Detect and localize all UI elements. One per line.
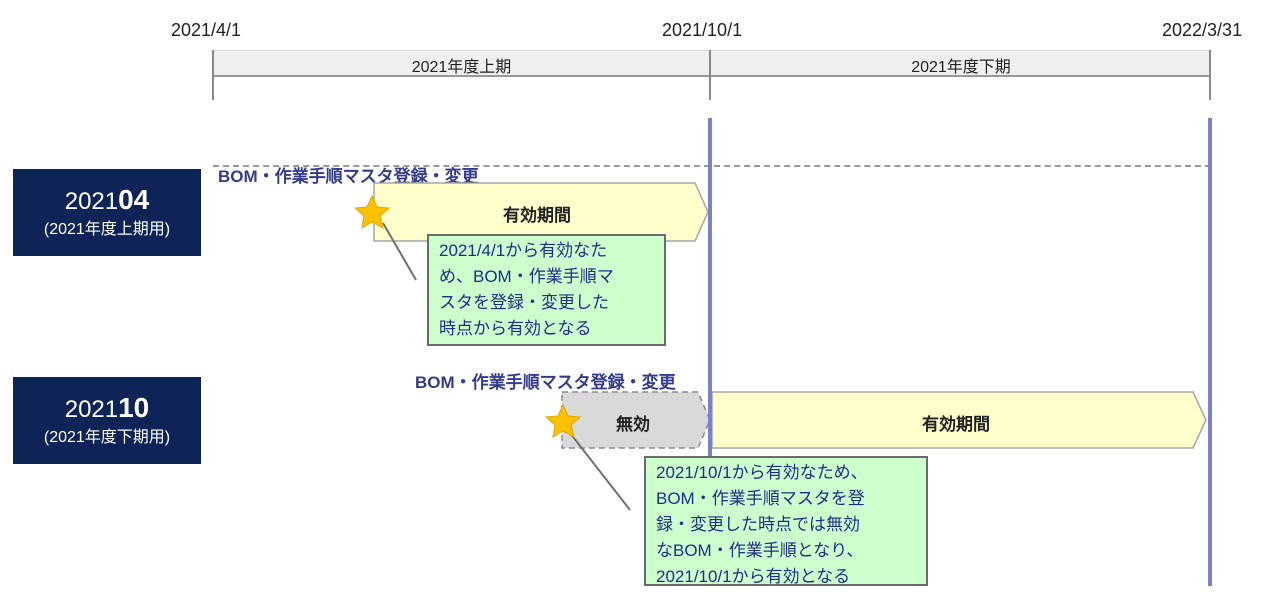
note-line: 録・変更した時点では無効 xyxy=(656,515,860,534)
note-line: スタを登録・変更した xyxy=(439,293,609,312)
tick-mid xyxy=(709,50,711,100)
mid-period-line xyxy=(708,118,712,458)
tick-end xyxy=(1209,50,1211,100)
version-box-10: 202110 (2021年度下期用) xyxy=(13,377,201,464)
invalid-period-arrow xyxy=(561,391,711,449)
valid-period-arrow-2 xyxy=(711,391,1207,449)
period-first-half: 2021年度上期 xyxy=(411,59,512,76)
version-code-prefix: 2021 xyxy=(64,396,119,423)
valid-period-label-2: 有効期間 xyxy=(922,415,990,434)
date-start: 2021/4/1 xyxy=(171,20,242,40)
version-code-bold: 04 xyxy=(118,184,150,215)
note-callout-1: 2021/4/1から有効なた め、BOM・作業手順マ スタを登録・変更した 時点… xyxy=(427,234,666,346)
note-line: BOM・作業手順マスタを登 xyxy=(656,489,865,508)
period-second-half: 2021年度下期 xyxy=(911,59,1011,76)
note-callout-2: 2021/10/1から有効なため、 BOM・作業手順マスタを登 録・変更した時点… xyxy=(644,456,928,586)
version-box-04: 202104 (2021年度上期用) xyxy=(13,169,201,256)
register-label-1: BOM・作業手順マスタ登録・変更 xyxy=(218,167,479,186)
note-line: 時点から有効となる xyxy=(439,319,592,338)
invalid-period-label: 無効 xyxy=(616,415,650,434)
version-subtitle: (2021年度上期用) xyxy=(43,221,171,238)
version-code-bold: 10 xyxy=(118,392,150,423)
timeline-axis xyxy=(213,75,1211,77)
callout-line-1 xyxy=(382,222,417,281)
callout-line-2 xyxy=(569,432,631,511)
version-subtitle: (2021年度下期用) xyxy=(43,429,171,446)
star-icon-1 xyxy=(353,194,391,229)
valid-period-arrow-1 xyxy=(373,182,709,242)
valid-period-label-1: 有効期間 xyxy=(503,206,571,225)
register-label-2: BOM・作業手順マスタ登録・変更 xyxy=(415,373,676,392)
date-end: 2022/3/31 xyxy=(1162,20,1243,40)
note-line: 2021/10/1から有効となる xyxy=(656,567,851,586)
end-period-line xyxy=(1208,118,1212,586)
note-line: なBOM・作業手順となり、 xyxy=(656,541,864,560)
note-line: 2021/4/1から有効なた xyxy=(439,241,608,260)
note-line: 2021/10/1から有効なため、 xyxy=(656,463,868,482)
tick-start xyxy=(212,50,214,100)
version-code-prefix: 2021 xyxy=(64,188,119,215)
register-dash-line-1 xyxy=(213,165,1211,167)
date-mid: 2021/10/1 xyxy=(662,20,743,40)
star-icon-2 xyxy=(544,403,582,438)
note-line: め、BOM・作業手順マ xyxy=(439,267,614,286)
